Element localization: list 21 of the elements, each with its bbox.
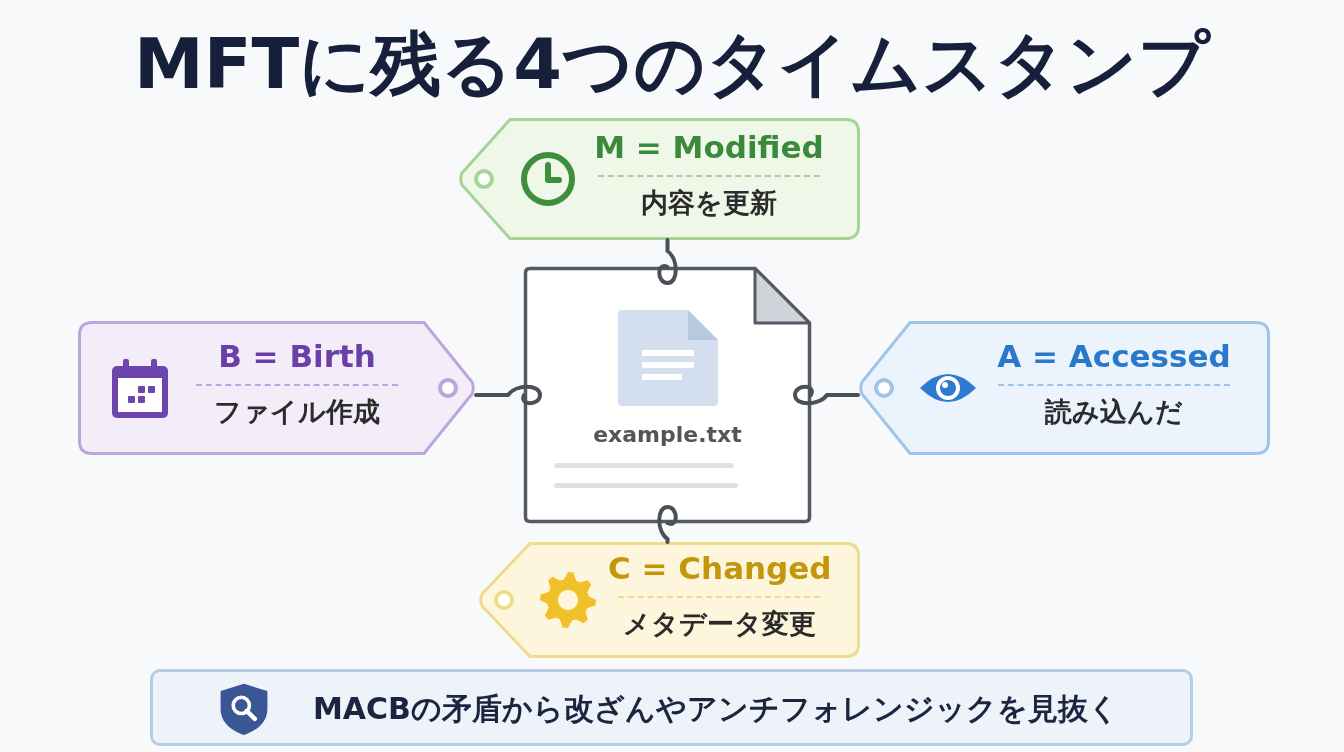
string-loop: [793, 384, 860, 406]
tag-subtitle: メタデータ変更: [621, 607, 817, 641]
tag-title: M = Modified: [593, 129, 825, 165]
file-name: example.txt: [592, 422, 743, 447]
string-loop: [474, 384, 542, 406]
tag-title: C = Changed: [608, 550, 830, 586]
hang-tag: [458, 118, 860, 240]
title: MFTに残る4つのタイムスタンプ: [133, 22, 1212, 107]
file-document: [524, 267, 811, 523]
tag-subtitle: 読み込んだ: [1043, 395, 1184, 429]
string-loop: [657, 505, 678, 544]
tag-subtitle: 内容を更新: [640, 186, 778, 220]
banner-text: MACBの矛盾から改ざんやアンチフォレンジックを見抜く: [313, 690, 1119, 728]
string-loop: [657, 238, 678, 285]
tag-subtitle: ファイル作成: [213, 395, 381, 429]
hang-tag: [478, 542, 860, 658]
hang-tag: [858, 321, 1270, 455]
banner: [150, 669, 1193, 746]
hang-tag: [78, 321, 476, 455]
tag-title: A = Accessed: [996, 338, 1232, 374]
tag-title: B = Birth: [217, 338, 377, 374]
